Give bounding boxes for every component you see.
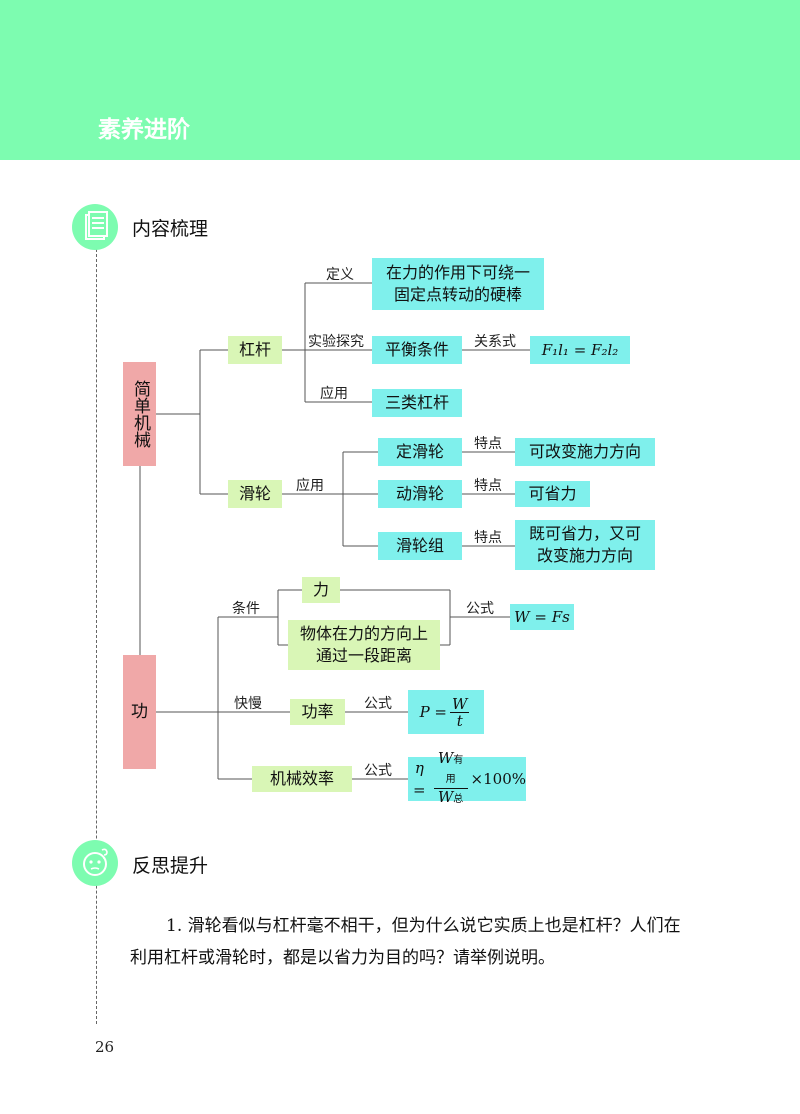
experiment-label: 实验探究 [308, 334, 364, 350]
condition-label: 条件 [232, 601, 260, 617]
question-paragraph: 1. 滑轮看似与杠杆毫不相干，但为什么说它实质上也是杠杆？人们在利用杠杆或滑轮时… [130, 916, 681, 968]
distance-box: 物体在力的方向上通过一段距离 [288, 620, 440, 670]
moving-feature-label: 特点 [474, 478, 502, 494]
fixed-pulley-feature-box: 可改变施力方向 [515, 438, 655, 466]
margin-dashed-line [96, 244, 97, 1024]
power-fraction: W t [450, 694, 470, 730]
lever-node: 杠杆 [228, 336, 282, 364]
pulley-node: 滑轮 [228, 480, 282, 508]
pulley-application-label: 应用 [296, 478, 324, 494]
balance-condition-box: 平衡条件 [372, 336, 462, 364]
efficiency-formula-label: 公式 [364, 763, 392, 779]
section-title-content: 内容梳理 [132, 218, 209, 240]
three-levers-box: 三类杠杆 [372, 389, 462, 417]
efficiency-formula-box: η = W有用 W总 ×100% [408, 750, 526, 805]
document-icon [72, 204, 118, 250]
efficiency-denominator: W总 [437, 788, 464, 806]
section-title-reflection: 反思提升 [132, 855, 209, 877]
efficiency-box: 机械效率 [252, 766, 352, 792]
work-formula-box: W = Fs [510, 604, 574, 630]
block-feature-label: 特点 [474, 530, 502, 546]
speed-label: 快慢 [234, 696, 262, 712]
power-formula-lhs: P = [419, 703, 447, 721]
efficiency-formula-tail: ×100% [470, 770, 526, 788]
fixed-pulley-box: 定滑轮 [378, 438, 462, 466]
power-formula-label: 公式 [364, 696, 392, 712]
efficiency-formula-lhs: η = [413, 759, 426, 799]
efficiency-numerator: W有用 [433, 750, 468, 789]
work-node: 功 [123, 655, 156, 769]
pulley-block-feature-box: 既可省力，又可改变施力方向 [515, 520, 655, 570]
simple-machine-node: 简单机械 [123, 362, 156, 466]
page-number: 26 [95, 1038, 115, 1056]
power-box: 功率 [290, 699, 345, 725]
lever-application-label: 应用 [320, 386, 348, 402]
power-numerator: W [450, 694, 470, 713]
fixed-feature-label: 特点 [474, 436, 502, 452]
relation-label: 关系式 [474, 334, 516, 350]
work-formula-label: 公式 [466, 601, 494, 617]
banner-title: 素养进阶 [98, 117, 190, 143]
power-formula-box: P = W t [408, 690, 484, 734]
balance-formula-box: F₁l₁ = F₂l₂ [530, 336, 630, 364]
thinking-face-icon [72, 840, 118, 886]
pulley-block-box: 滑轮组 [378, 532, 462, 560]
definition-label: 定义 [326, 267, 354, 283]
efficiency-fraction: W有用 W总 [433, 750, 468, 808]
lever-definition-box: 在力的作用下可绕一固定点转动的硬棒 [372, 258, 544, 310]
header-banner: 素养进阶 [0, 0, 800, 160]
moving-pulley-feature-box: 可省力 [515, 481, 590, 507]
force-box: 力 [302, 577, 340, 603]
moving-pulley-box: 动滑轮 [378, 480, 462, 508]
power-denominator: t [456, 711, 463, 730]
